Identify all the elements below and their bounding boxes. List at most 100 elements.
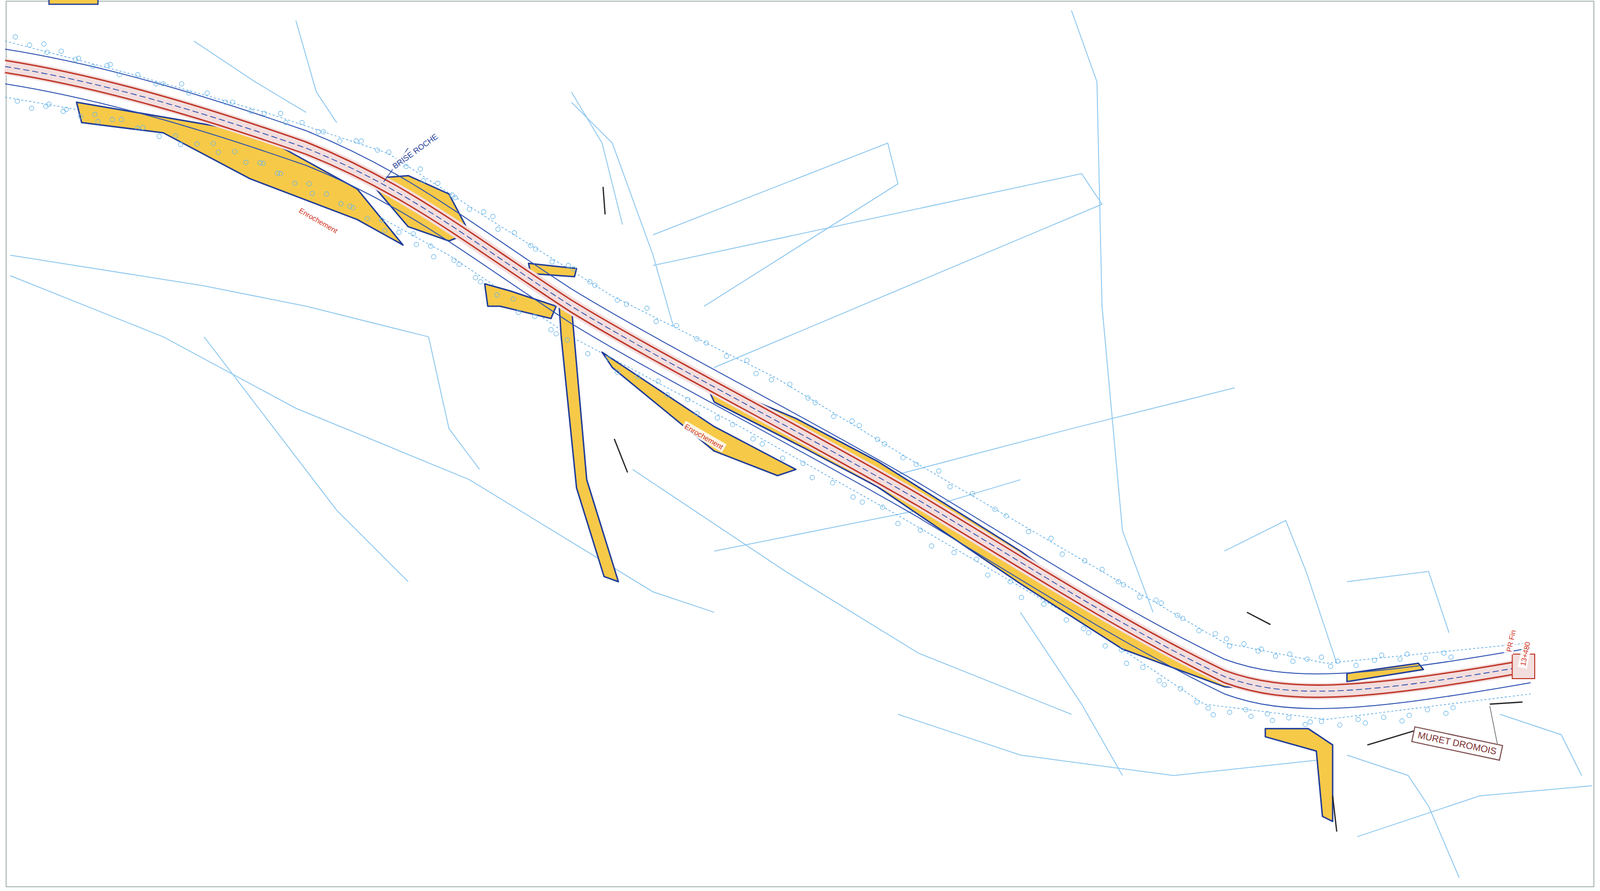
vegetation-mark (516, 310, 521, 316)
vegetation-mark (528, 243, 534, 249)
vegetation-mark (951, 550, 957, 555)
vegetation-mark (210, 141, 216, 147)
vegetation-mark (449, 192, 455, 198)
vegetation-mark (1243, 707, 1249, 713)
vegetation-mark (985, 573, 991, 578)
vegetation-mark (895, 521, 901, 526)
vegetation-mark (1082, 558, 1088, 564)
vegetation-mark (780, 455, 785, 461)
vegetation-mark (248, 109, 254, 114)
vegetation-mark (1196, 628, 1202, 634)
vegetation-mark (1227, 644, 1233, 649)
vegetation-mark (1212, 631, 1218, 637)
vegetation-mark (204, 90, 210, 96)
vegetation-mark (29, 106, 35, 111)
vegetation-mark (410, 231, 416, 237)
vegetation-mark (306, 181, 312, 187)
vegetation-mark (64, 107, 69, 112)
vegetation-mark (278, 111, 283, 117)
vegetation-mark (1423, 655, 1428, 661)
vegetation-mark (95, 119, 101, 124)
vegetation-mark (1265, 711, 1270, 717)
vegetation-mark (1116, 579, 1121, 585)
vegetation-mark (913, 462, 919, 467)
vegetation-mark (1307, 719, 1313, 725)
vegetation-mark (300, 120, 305, 125)
vegetation-mark (230, 100, 236, 105)
vegetation-mark (418, 166, 423, 172)
vegetation-mark (1363, 720, 1368, 726)
vegetation-mark (1048, 536, 1054, 541)
vegetation-mark (135, 72, 141, 78)
vegetation-mark (375, 148, 380, 153)
vegetation-mark (431, 254, 437, 260)
vegetation-mark (592, 282, 598, 288)
vegetation-mark (605, 355, 611, 361)
vegetation-mark (386, 149, 392, 155)
vegetation-mark (140, 125, 146, 131)
vegetation-mark (875, 437, 880, 442)
vegetation-mark (1355, 717, 1361, 722)
vegetation-mark (1210, 712, 1216, 718)
vegetation-mark (653, 319, 659, 324)
vegetation-mark (1303, 722, 1308, 727)
vegetation-mark (243, 160, 249, 165)
vegetation-mark (992, 507, 998, 512)
vegetation-mark (947, 484, 953, 490)
vegetation-mark (12, 34, 18, 40)
vegetation-mark (644, 306, 650, 311)
vegetation-mark (809, 475, 815, 481)
vegetation-mark (283, 120, 289, 125)
vegetation-mark (1441, 650, 1447, 656)
vegetation-mark (1026, 529, 1032, 535)
vegetation-mark (1450, 705, 1456, 711)
vegetation-mark (186, 90, 192, 96)
callout-box: MURET DROMOIS (1410, 726, 1503, 762)
vegetation-mark (570, 266, 576, 272)
vegetation-mark (1007, 579, 1013, 585)
vegetation-mark (1081, 626, 1087, 632)
vegetation-mark (787, 382, 793, 388)
vegetation-mark (216, 149, 221, 155)
vegetation-mark (1241, 641, 1247, 647)
vegetation-mark (396, 230, 402, 235)
vegetation-mark (1060, 551, 1065, 557)
vegetation-mark (1448, 654, 1454, 660)
vegetation-mark (481, 209, 487, 215)
vegetation-mark (549, 259, 555, 265)
vegetation-mark (365, 216, 370, 221)
vegetation-mark (1287, 651, 1293, 657)
vegetation-mark (428, 244, 434, 249)
vegetation-mark (918, 527, 923, 533)
vegetation-mark (1304, 656, 1310, 662)
vegetation-mark (624, 302, 630, 307)
vegetation-mark (1319, 719, 1324, 724)
vegetation-mark (413, 242, 419, 248)
vegetation-mark (1259, 647, 1264, 652)
vegetation-mark (1319, 654, 1324, 660)
vegetation-mark (1205, 706, 1211, 711)
vegetation-mark (73, 56, 78, 62)
vegetation-mark (1100, 567, 1105, 573)
vegetation-mark (262, 111, 267, 117)
vegetation-mark (178, 142, 183, 148)
vegetation-mark (1337, 722, 1342, 728)
vegetation-mark (1019, 595, 1024, 600)
vegetation-mark (1353, 663, 1359, 668)
vegetation-mark (353, 138, 359, 144)
vegetation-mark (1140, 665, 1146, 670)
vegetation-mark (309, 191, 315, 196)
vegetation-mark (1162, 682, 1167, 688)
vegetation-mark (1248, 714, 1254, 720)
vegetation-mark (1286, 715, 1292, 721)
vegetation-mark (1443, 711, 1449, 717)
vegetation-mark (1406, 713, 1412, 719)
vegetation-mark (76, 55, 81, 61)
vegetation-mark (495, 226, 501, 232)
vegetation-mark (1269, 718, 1275, 723)
vegetation-mark (261, 161, 266, 166)
vegetation-mark (1156, 678, 1162, 684)
vegetation-mark (694, 411, 700, 417)
vegetation-mark (750, 436, 756, 442)
